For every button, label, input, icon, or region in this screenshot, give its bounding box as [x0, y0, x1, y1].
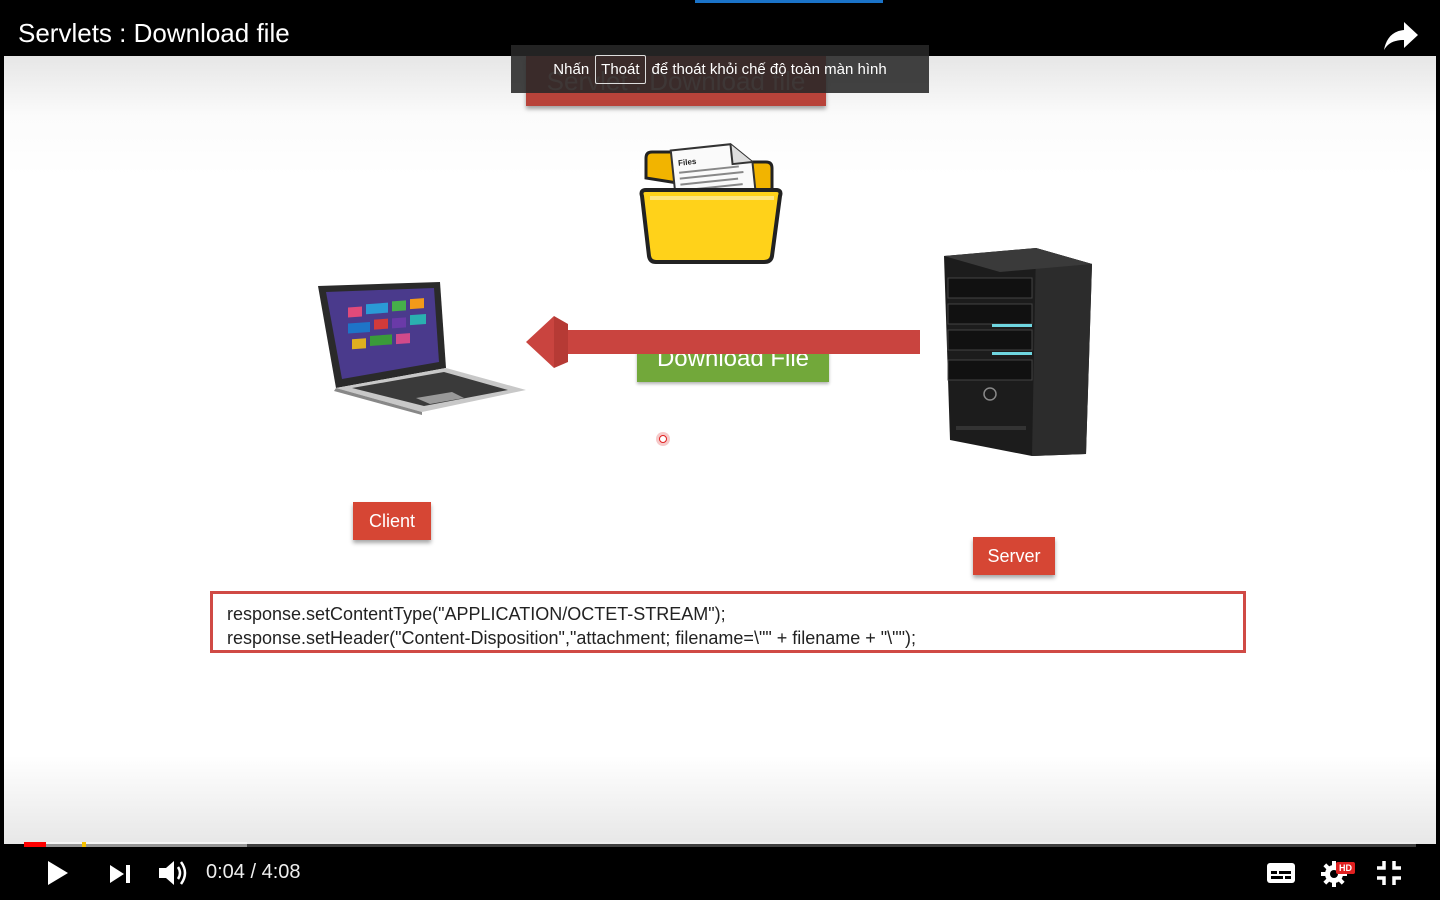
server-tower-icon [944, 248, 1092, 456]
fullscreen-exit-toast: Nhấn Thoát để thoát khỏi chế độ toàn màn… [511, 45, 929, 93]
time-separator: / [250, 861, 257, 883]
video-title[interactable]: Servlets : Download file [18, 18, 290, 48]
toast-key-escape[interactable]: Thoát [595, 54, 646, 84]
top-accent-bar [695, 0, 883, 3]
toast-prefix: Nhấn [553, 60, 590, 78]
code-line-2: response.setHeader("Content-Disposition"… [227, 628, 916, 648]
chapter-marker[interactable] [82, 842, 86, 847]
subtitles-button[interactable] [1266, 860, 1296, 891]
next-icon [110, 865, 130, 883]
server-label: Server [973, 537, 1055, 575]
code-line-1: response.setContentType("APPLICATION/OCT… [227, 604, 726, 624]
volume-icon [159, 861, 187, 885]
progress-bar[interactable] [24, 842, 1416, 847]
exit-fullscreen-icon [1377, 861, 1401, 885]
next-button[interactable] [106, 860, 134, 893]
hd-badge: HD [1336, 862, 1355, 874]
play-icon [48, 861, 68, 885]
volume-button[interactable] [156, 857, 190, 894]
subtitles-icon [1267, 863, 1295, 883]
client-label: Client [353, 502, 431, 540]
player-controls-bar [0, 844, 1440, 900]
arrow-left-icon [526, 316, 920, 368]
share-button[interactable] [1380, 18, 1422, 54]
duration: 4:08 [261, 861, 301, 883]
progress-buffered [24, 842, 247, 847]
play-button[interactable] [44, 858, 72, 893]
exit-fullscreen-button[interactable] [1374, 858, 1404, 893]
folder-caption: Files [678, 157, 698, 168]
laptop-icon [318, 282, 526, 415]
folder-files-icon: Files [639, 143, 783, 264]
mouse-cursor-indicator [656, 432, 670, 446]
share-icon [1384, 22, 1418, 50]
current-time: 0:04 [206, 861, 245, 883]
toast-suffix: để thoát khỏi chế độ toàn màn hình [651, 60, 887, 78]
video-frame[interactable]: Servlet : Download file Files Download F… [4, 56, 1436, 844]
code-snippet: response.setContentType("APPLICATION/OCT… [210, 591, 1246, 653]
progress-played [24, 842, 47, 847]
time-display: 0:04 / 4:08 [206, 861, 301, 884]
